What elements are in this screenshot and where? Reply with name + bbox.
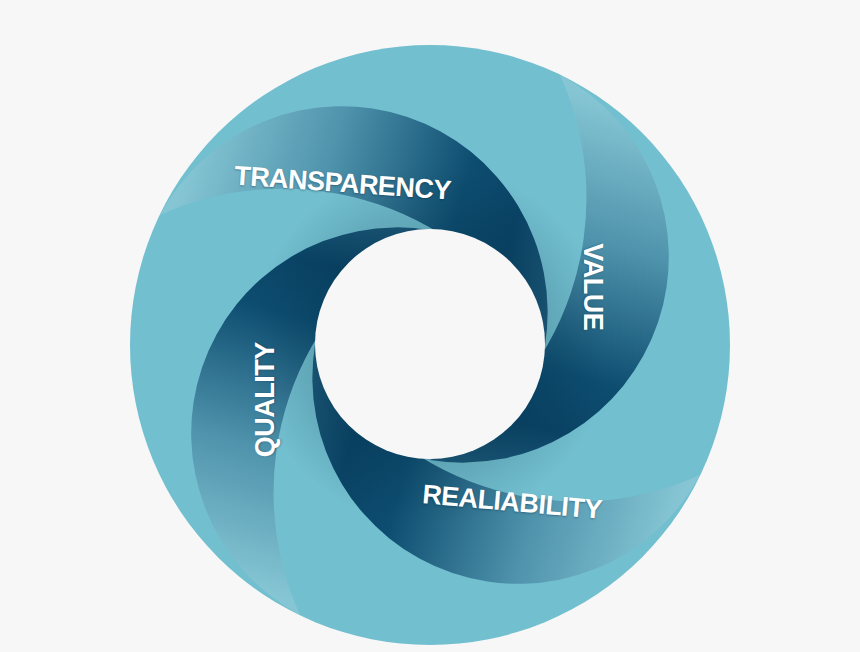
swirl-band-label: QUALITY	[248, 337, 282, 464]
band-title: VALUE	[578, 243, 608, 330]
swirl-band-label: TRANSPARENCY	[228, 159, 459, 209]
band-title: TRANSPARENCY	[234, 162, 453, 207]
depth-shade	[130, 45, 730, 645]
center-hole	[315, 229, 545, 459]
band-title: QUALITY	[250, 343, 280, 458]
swirl-bands	[130, 45, 730, 645]
swirl-band-label: VALUE	[576, 237, 610, 336]
swirl-band-label: REALIABILITY	[415, 478, 609, 528]
band-title: REALIABILITY	[421, 480, 603, 525]
outer-disc	[130, 45, 730, 645]
